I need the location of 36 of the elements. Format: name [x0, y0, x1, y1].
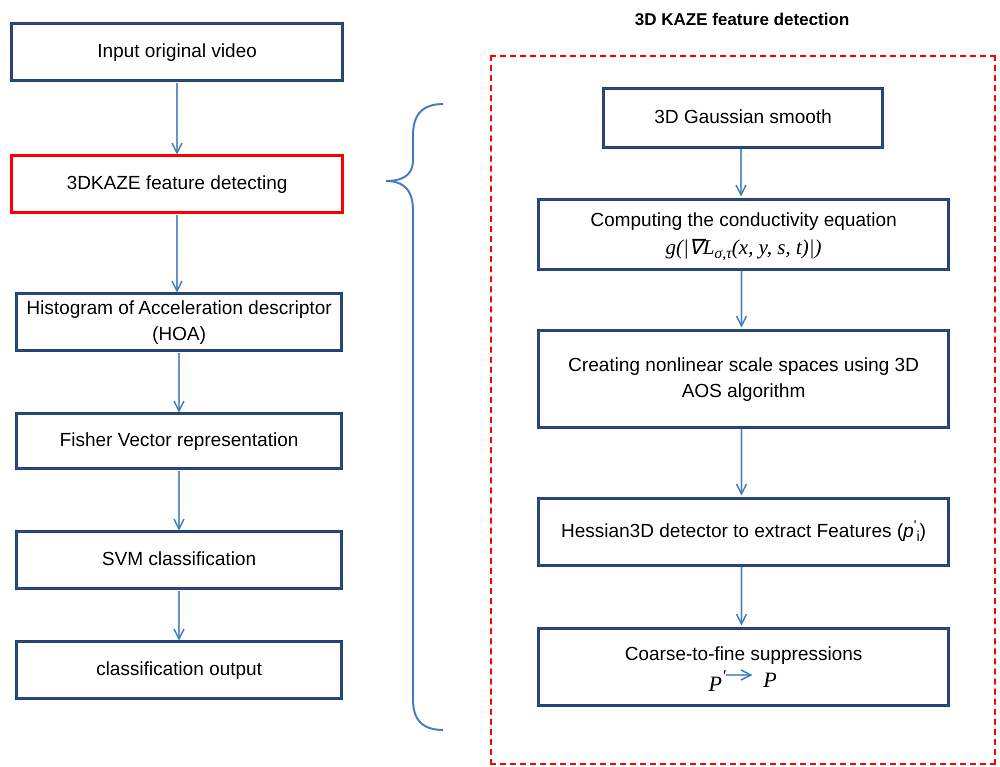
- box-label: SVM classification: [102, 548, 256, 572]
- process-box: [15, 530, 343, 590]
- arrow: [736, 428, 748, 495]
- box-label: Computing the conductivity equation: [590, 208, 897, 232]
- arrow: [735, 148, 747, 196]
- box-label: Fisher Vector representation: [60, 429, 298, 454]
- arrow: [173, 591, 185, 640]
- process-box: [15, 412, 343, 470]
- arrow: [173, 353, 185, 412]
- box-label: classification output: [96, 658, 262, 682]
- box-label: Hessian3D detector to extract Features (p$^{'}$$_{i}$): [561, 519, 926, 545]
- arrow: [736, 566, 748, 625]
- box-label: Input original video: [97, 40, 257, 64]
- math-symbol: P: [760, 666, 780, 694]
- box-label: Coarse-to-fine suppressions: [624, 643, 862, 667]
- process-box: [537, 198, 950, 271]
- box-label: 3DKAZE feature detecting: [66, 172, 288, 196]
- process-box: [537, 497, 950, 567]
- process-box: [15, 640, 343, 700]
- arrow: [171, 83, 183, 154]
- process-box: [537, 627, 950, 707]
- process-box: [602, 87, 884, 149]
- box-label: 3D Gaussian smooth: [654, 106, 832, 130]
- process-box: [537, 329, 950, 429]
- process-box: [15, 292, 343, 352]
- process-box: [10, 22, 344, 82]
- arrow: [736, 270, 748, 327]
- box-label: Creating nonlinear scale spaces using 3D AOS algorithm: [567, 354, 920, 404]
- group-title: 3D KAZE feature detection: [634, 9, 850, 31]
- arrow: [173, 471, 185, 530]
- arrow: [171, 215, 183, 292]
- arrow: [726, 669, 752, 681]
- formula: g(|∇L$_{σ,τ}$(x, y, s, t)|): [665, 234, 822, 262]
- box-label: Histogram of Acceleration descriptor (HOA): [26, 297, 332, 347]
- math-symbol: P$^{'}$: [705, 670, 729, 698]
- process-box: [10, 154, 344, 214]
